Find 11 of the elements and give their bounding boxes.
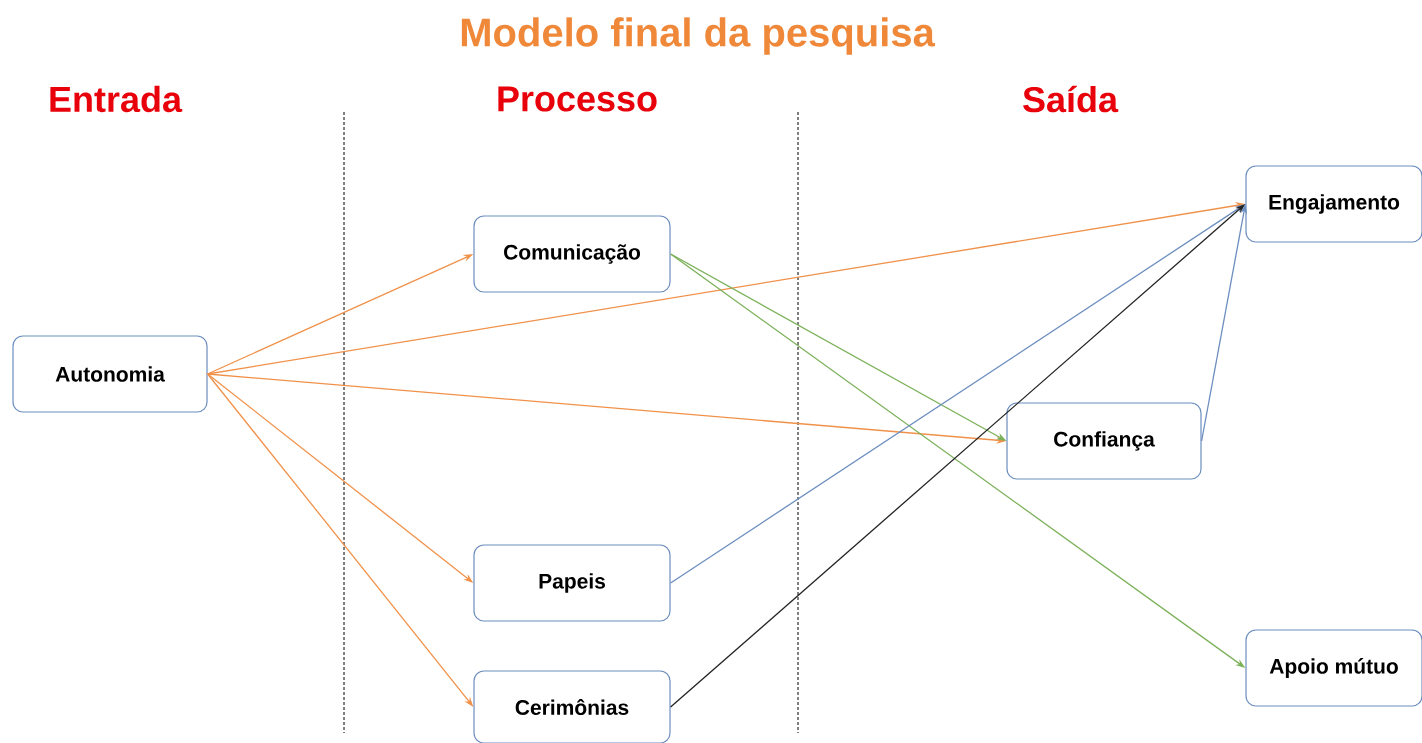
process-box: Cerimônias <box>473 670 671 743</box>
process-box: Autonomia <box>12 335 208 413</box>
title: Modelo final da pesquisa <box>461 17 936 55</box>
process-box: Apoio mútuo <box>1245 629 1422 707</box>
process-box: Comunicação <box>473 215 671 293</box>
column-header: Saída <box>1023 85 1119 113</box>
process-box: Confiança <box>1006 402 1202 480</box>
column-header: Entrada <box>50 85 183 113</box>
column-header: Processo <box>498 86 657 112</box>
process-box: Engajamento <box>1245 165 1422 243</box>
process-box: Papeis <box>473 544 671 622</box>
